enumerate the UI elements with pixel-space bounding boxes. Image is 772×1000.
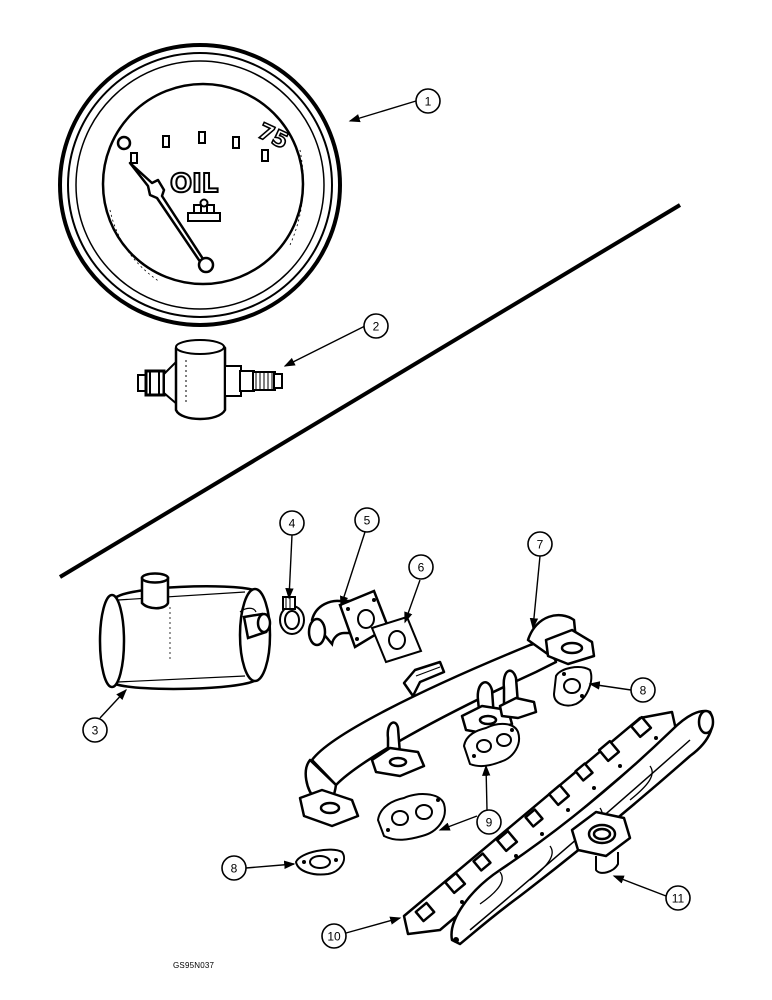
callout-8-upper: 8: [630, 677, 656, 703]
callout-5: 5: [354, 507, 380, 533]
end-gasket-upper: [552, 666, 593, 707]
scale-tick: [162, 135, 170, 148]
callout-label: 11: [672, 892, 685, 906]
callout-label: 4: [289, 517, 296, 531]
callout-7: 7: [527, 531, 553, 557]
callout-label: 3: [92, 724, 99, 738]
oil-pressure-sender: [137, 339, 283, 421]
scale-tick: [130, 152, 138, 164]
callout-9: 9: [476, 809, 502, 835]
callout-label: 9: [486, 816, 493, 830]
gauge-needle: [128, 161, 215, 274]
callout-label: 2: [373, 320, 380, 334]
intake-manifold: [450, 709, 715, 946]
end-gasket-lower: [294, 848, 346, 876]
callout-4: 4: [279, 510, 305, 536]
callout-label: 5: [364, 514, 371, 528]
scale-tick: [232, 136, 240, 149]
oil-gauge: 75 OIL: [58, 43, 342, 327]
callout-6: 6: [408, 554, 434, 580]
callout-11: 11: [665, 885, 691, 911]
scale-tick: [261, 149, 269, 162]
callout-10: 10: [321, 923, 347, 949]
double-gasket-upper: [462, 722, 520, 768]
leader-lines: [99, 100, 667, 934]
gauge-oil-label: OIL: [170, 169, 218, 199]
callout-label: 7: [537, 538, 544, 552]
muffler: [98, 572, 272, 691]
callout-label: 8: [640, 684, 647, 698]
callout-label: 8: [231, 862, 238, 876]
section-divider-line: [58, 203, 682, 579]
zero-mark-icon: [116, 135, 132, 151]
callout-2: 2: [363, 313, 389, 339]
callout-8-lower: 8: [221, 855, 247, 881]
exhaust-manifold: [298, 613, 596, 828]
callout-label: 10: [327, 930, 341, 944]
manifold-gasket: [402, 710, 678, 936]
elbow-gasket: [370, 615, 423, 664]
figure-code: GS95N037: [173, 961, 215, 970]
callout-3: 3: [82, 717, 108, 743]
double-gasket-lower: [376, 793, 446, 841]
callout-label: 6: [418, 561, 425, 575]
callout-label: 1: [425, 95, 432, 109]
scale-tick: [198, 131, 206, 144]
callout-1: 1: [415, 88, 441, 114]
ih-logo-icon: [187, 198, 221, 222]
clamp: [279, 596, 305, 635]
